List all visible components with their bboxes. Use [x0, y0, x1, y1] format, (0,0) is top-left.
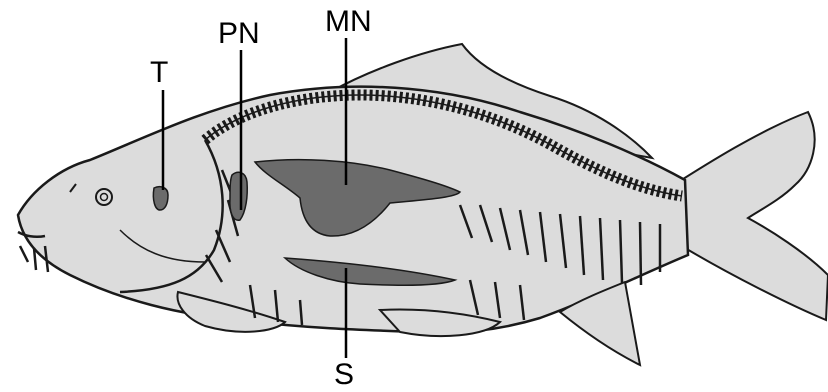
label-pn: PN — [218, 19, 260, 49]
label-mn: MN — [325, 7, 372, 37]
label-s: S — [334, 360, 354, 390]
eye-icon — [96, 189, 112, 205]
organ-t — [153, 187, 168, 210]
label-t: T — [150, 58, 168, 88]
tail-fin — [672, 112, 828, 320]
